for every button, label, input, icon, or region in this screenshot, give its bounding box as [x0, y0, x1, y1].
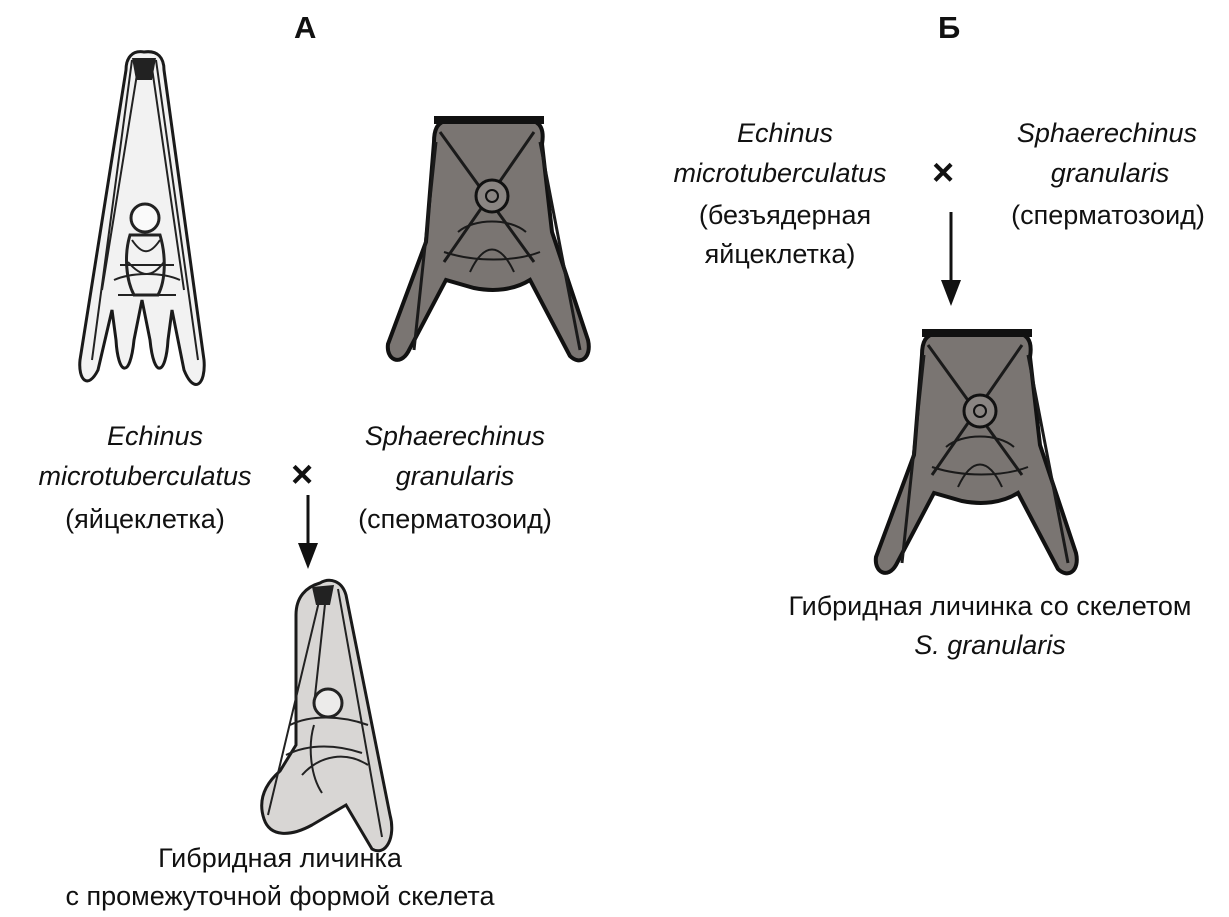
a-sperm-species: granularis: [370, 460, 540, 492]
b-egg-genus: Echinus: [700, 117, 870, 149]
a-egg-note: (яйцеклетка): [45, 503, 245, 535]
panel-label-b: Б: [938, 10, 960, 46]
echinus-larva-illustration: [72, 40, 242, 420]
a-egg-species: microtuberculatus: [15, 460, 275, 492]
panel-label-a: А: [294, 10, 316, 46]
b-egg-note-1: (безъядерная: [680, 199, 890, 231]
b-result-line2: S. granularis: [870, 629, 1110, 661]
b-sperm-genus: Sphaerechinus: [997, 117, 1217, 149]
b-egg-species: microtuberculatus: [650, 157, 910, 189]
a-down-arrow: [296, 495, 320, 571]
b-down-arrow: [939, 212, 963, 308]
b-sperm-species: granularis: [1025, 157, 1195, 189]
a-cross-symbol: ×: [291, 456, 313, 494]
a-result-line1: Гибридная личинка: [110, 842, 450, 874]
b-sperm-note: (сперматозоид): [993, 199, 1223, 231]
a-sperm-genus: Sphaerechinus: [345, 420, 565, 452]
b-result-line1: Гибридная личинка со скелетом: [755, 590, 1225, 622]
a-egg-genus: Echinus: [80, 420, 230, 452]
hybrid-larva-intermediate-illustration: [250, 575, 400, 865]
b-cross-symbol: ×: [932, 154, 954, 192]
sphaerechinus-larva-illustration: [374, 112, 604, 372]
a-result-line2: с промежуточной формой скелета: [50, 880, 510, 912]
a-sperm-note: (сперматозоид): [340, 503, 570, 535]
b-egg-note-2: яйцеклетка): [680, 238, 880, 270]
hybrid-larva-sgranularis-illustration: [862, 325, 1092, 585]
